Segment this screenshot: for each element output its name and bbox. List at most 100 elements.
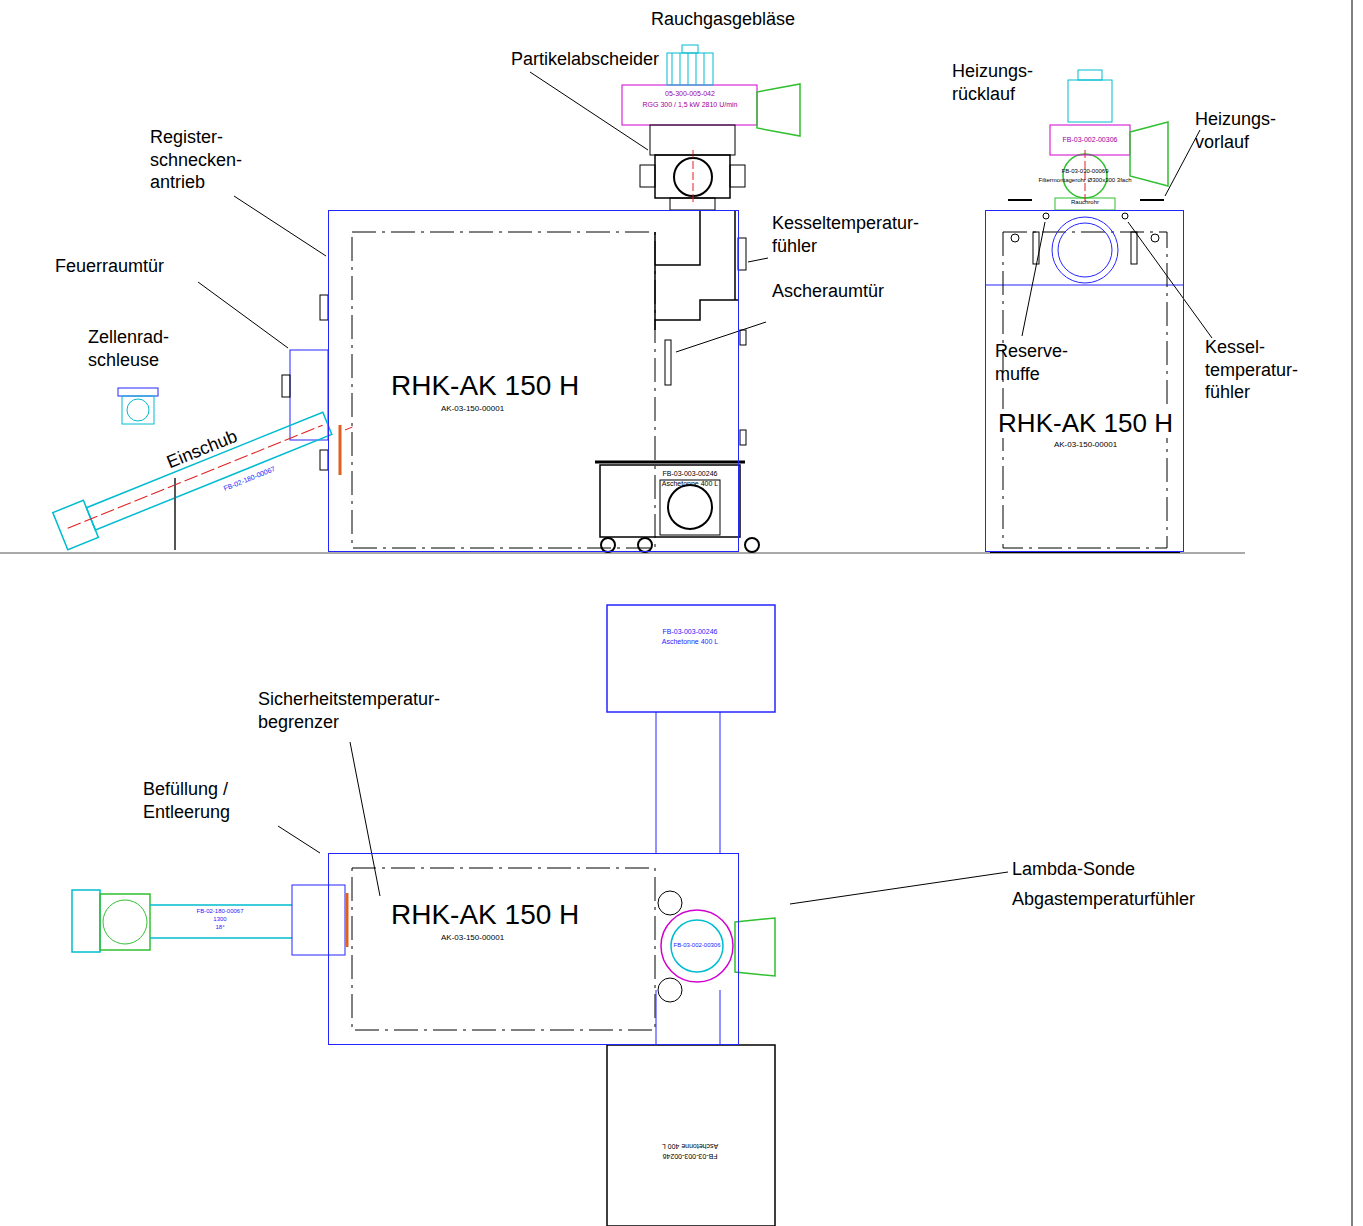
center-line xyxy=(345,426,355,430)
part-label: Kesseltemperatur- fühler xyxy=(772,212,932,257)
ash-bin xyxy=(607,605,775,712)
ash-door xyxy=(665,340,671,385)
pipe-stub xyxy=(1140,199,1164,201)
firebox-door xyxy=(290,350,328,440)
part-number: FB-03-002-00306 xyxy=(657,942,737,949)
part-label: Sicherheitstemperatur- begrenzer xyxy=(258,688,478,733)
part-label: Zellenrad- schleuse xyxy=(88,326,188,371)
part-number: Rauchrohr xyxy=(1055,199,1115,206)
center-line xyxy=(693,150,694,205)
pipe-stub xyxy=(1008,199,1032,201)
model-name: RHK-AK 150 H xyxy=(389,371,581,402)
inner-outline xyxy=(352,868,655,1030)
boiler-outline: RHK-AK 150 H AK-03-150-00001 xyxy=(328,853,739,1045)
flue-opening xyxy=(1052,217,1118,283)
part-label: Feuerraumtür xyxy=(55,255,164,278)
socket xyxy=(1122,213,1128,219)
model-name: RHK-AK 150 H xyxy=(389,900,581,931)
leader-line xyxy=(748,258,768,262)
motor-fins xyxy=(672,53,704,85)
flange xyxy=(339,425,342,475)
lug xyxy=(740,430,746,445)
fan-housing xyxy=(1050,125,1130,155)
part-label: Abgastemperaturfühler xyxy=(1012,888,1195,911)
rotary-valve-flange xyxy=(118,388,158,396)
feed-motor xyxy=(72,890,100,952)
feed-screw xyxy=(150,905,292,938)
part-label: Ascheraumtür xyxy=(772,280,884,303)
drawing-number: AK-03-150-00001 xyxy=(439,405,506,414)
part-label: Heizungs- rücklauf xyxy=(952,60,1042,105)
terminal-box xyxy=(682,45,698,53)
part-label: Rauchgasgebläse xyxy=(651,8,795,31)
fan-outlet xyxy=(1130,122,1168,186)
support-leg xyxy=(174,478,176,550)
slot xyxy=(1131,232,1137,264)
fan-flange xyxy=(650,125,735,155)
part-label: Kessel- temperatur- fühler xyxy=(1205,336,1305,404)
model-name: RHK-AK 150 H xyxy=(996,409,1175,438)
part-label: Befüllung / Entleerung xyxy=(143,778,253,823)
pipe-socket xyxy=(658,891,682,915)
part-number: Aschetonne 400 L xyxy=(640,480,740,488)
part-label: Partikelabscheider xyxy=(511,48,659,71)
sensor-port xyxy=(738,238,746,270)
part-number: Aschetonne 400 L xyxy=(640,1142,740,1150)
part-number: 1300 xyxy=(180,916,260,923)
socket xyxy=(1011,234,1019,242)
fan-motor xyxy=(667,53,713,85)
rotary-valve xyxy=(100,894,150,950)
part-number: Aschetonne 400 L xyxy=(640,638,740,646)
part-number: Filtermontagerohr Ø300x300 3fach xyxy=(1025,177,1145,184)
part-number: FB-02-180-00067 xyxy=(223,465,277,493)
inner-outline xyxy=(352,232,655,548)
part-number: FB-03-002-00306 xyxy=(1050,136,1130,144)
drawing-number: AK-03-150-00001 xyxy=(439,934,506,943)
leader-line xyxy=(278,826,320,853)
part-label: Reserve- muffe xyxy=(995,340,1070,385)
lug xyxy=(740,330,746,345)
fan-outlet xyxy=(735,918,775,976)
part-number: FB-03-030-00069 xyxy=(1040,168,1130,175)
rotary-valve-wheel xyxy=(127,399,149,421)
boiler-outline: RHK-AK 150 H AK-03-150-00001 xyxy=(328,210,739,552)
flue-pipe xyxy=(1055,198,1115,210)
panel-line xyxy=(985,285,1184,286)
leader-line xyxy=(790,872,1008,904)
leader-line xyxy=(530,72,648,150)
wheel xyxy=(601,538,615,552)
leader-line xyxy=(1165,130,1200,196)
flange xyxy=(346,893,349,947)
wheel xyxy=(745,538,759,552)
leader-line xyxy=(676,322,766,352)
port xyxy=(730,165,745,187)
feed-flange xyxy=(292,885,345,955)
part-label: Lambda-Sonde xyxy=(1012,858,1135,881)
fan-motor xyxy=(1068,80,1112,122)
bin-screw xyxy=(668,485,712,529)
leader-line xyxy=(350,742,380,896)
pipe-socket xyxy=(658,978,682,1002)
part-number: RGG 300 / 1,5 kW 2810 U/min xyxy=(620,101,760,109)
part-number: FB-03-003-00246 xyxy=(640,1152,740,1160)
leader-line xyxy=(198,282,288,348)
part-number: FB-03-003-00246 xyxy=(640,628,740,636)
flue-duct xyxy=(655,210,738,330)
flue-opening xyxy=(1058,223,1112,277)
rotary-valve-wheel xyxy=(103,900,147,944)
socket xyxy=(1151,234,1159,242)
port xyxy=(640,165,655,187)
feed-screw xyxy=(53,405,335,550)
ash-channel xyxy=(656,712,720,1045)
part-number: 18° xyxy=(180,924,260,931)
bin-lid xyxy=(595,461,745,464)
wheel xyxy=(638,538,652,552)
leader-line xyxy=(1022,222,1045,336)
leader-line xyxy=(234,196,326,256)
fan-outlet xyxy=(757,84,800,136)
part-label: Einschub xyxy=(163,425,240,474)
lug xyxy=(320,450,328,470)
drawing-number: AK-03-150-00001 xyxy=(1052,441,1119,450)
inner-outline xyxy=(1003,232,1167,548)
part-number: 05-300-005-042 xyxy=(640,90,740,98)
